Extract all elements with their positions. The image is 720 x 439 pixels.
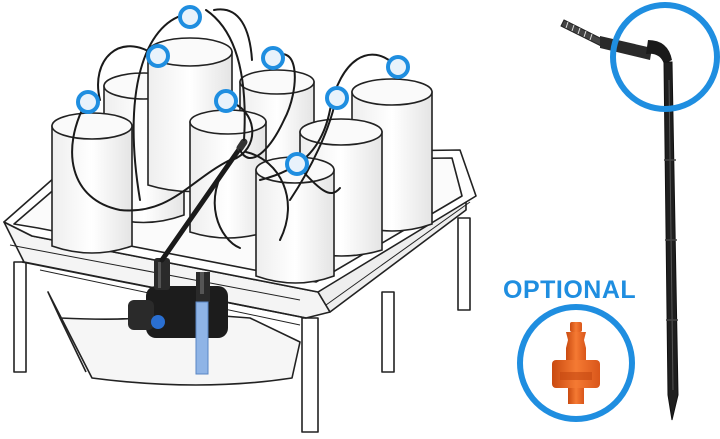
reservoir-basin xyxy=(47,291,301,386)
table-leg-front xyxy=(301,317,319,433)
main-riser-tube xyxy=(159,145,243,263)
table-leg-left xyxy=(13,261,27,373)
pot-front-center xyxy=(255,156,335,284)
orange-emitter-icon xyxy=(552,322,600,404)
dripper-dot-1 xyxy=(178,5,202,29)
dripper-dot-3 xyxy=(261,46,285,70)
dripper-dot-7 xyxy=(325,86,349,110)
dripper-dot-8 xyxy=(285,152,309,176)
pot-front-left xyxy=(51,112,133,254)
stake-callout-circle xyxy=(610,2,720,112)
dripper-dot-5 xyxy=(76,90,100,114)
dripper-dot-6 xyxy=(214,89,238,113)
optional-label: OPTIONAL xyxy=(503,276,637,304)
pot-middle xyxy=(189,109,267,239)
dripper-dot-2 xyxy=(146,44,170,68)
dripper-dot-4 xyxy=(386,55,410,79)
table-leg-right-back xyxy=(457,217,471,311)
dripper-stake-icon xyxy=(560,19,679,421)
water-pump xyxy=(128,258,228,375)
dripper-markers xyxy=(76,5,410,176)
table-leg-right-front xyxy=(381,291,395,373)
